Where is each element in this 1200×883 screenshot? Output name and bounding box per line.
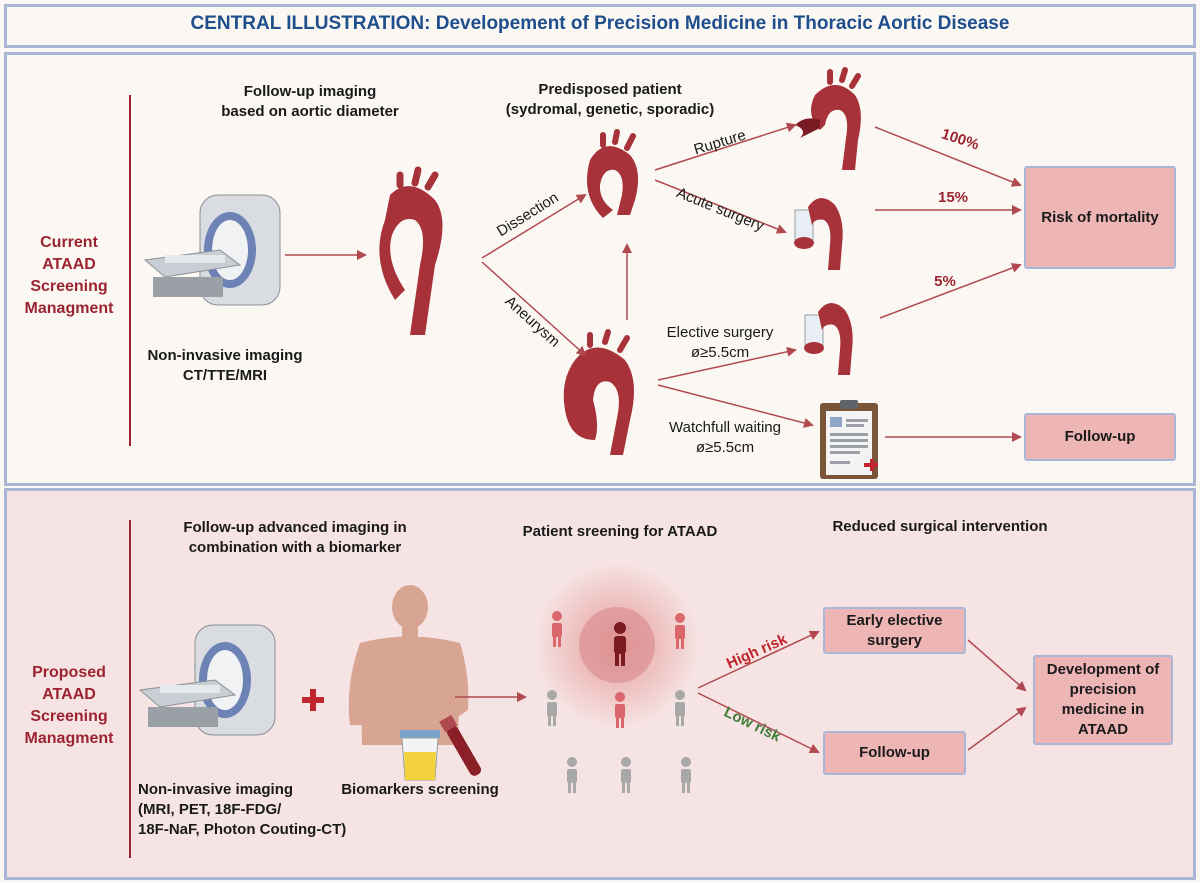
arrow-rupture-mortality — [874, 126, 1022, 187]
mri-scanner-icon — [143, 194, 281, 306]
page-title: CENTRAL ILLUSTRATION: Developement of Pr… — [190, 13, 1010, 34]
arrow-acute-surgery — [654, 179, 787, 234]
aneurysm-aorta-icon — [563, 329, 634, 455]
arrow-low-risk — [697, 692, 820, 753]
blood-tube-icon — [439, 714, 482, 776]
pct-elective: 5% — [934, 273, 956, 290]
early-elective-surgery-box: Early elective surgery — [823, 607, 966, 654]
arrow-dissection — [481, 193, 587, 259]
current-followup-heading: Follow-up imaging based on aortic diamet… — [221, 83, 399, 120]
reduced-heading: Reduced surgical intervention — [832, 518, 1048, 535]
clipboard-icon — [820, 400, 878, 479]
proposed-side-label: Proposed ATAAD Screening Managment — [24, 664, 114, 747]
arrow-elective-surgery — [657, 346, 797, 381]
high-risk-patient-icon — [614, 622, 626, 666]
low-risk-patients-icons — [547, 690, 691, 793]
arrow-watchful-waiting — [657, 384, 814, 428]
current-followup-box: Follow-up — [1024, 413, 1176, 461]
current-side-label: Current ATAAD Screening Managment — [24, 234, 114, 317]
title-banner — [4, 4, 1196, 48]
ruptured-aorta-icon — [795, 67, 861, 170]
repaired-aorta-icon-acute — [794, 197, 843, 270]
arrow-high-risk — [697, 630, 820, 689]
predisposed-heading: Predisposed patient (sydromal, genetic, … — [505, 81, 715, 118]
watchful-waiting-label: Watchfull waiting ø≥5.5cm — [669, 419, 781, 456]
urine-sample-cup-icon — [400, 730, 440, 781]
mri-scanner-icon-proposed — [138, 624, 276, 736]
patient-torso-icon — [348, 585, 469, 745]
screening-heading: Patient sreening for ATAAD — [522, 523, 718, 540]
arrow-elective-mortality — [879, 263, 1022, 319]
current-imaging-label: Non-invasive imaging CT/TTE/MRI — [147, 347, 303, 384]
repaired-aorta-icon-elective — [804, 302, 853, 375]
at-risk-patients-icons — [552, 611, 685, 728]
arrow-rupture — [654, 122, 797, 171]
arrow-aneurysm — [481, 261, 587, 357]
proposed-followup-box: Follow-up — [823, 731, 966, 775]
proposed-followup-heading: Follow-up advanced imaging in combinatio… — [183, 519, 407, 556]
plus-icon — [302, 689, 324, 711]
biomarkers-label: Biomarkers screening — [341, 781, 499, 798]
proposed-imaging-label: Non-invasive imaging (MRI, PET, 18F-FDG/… — [138, 781, 347, 838]
precision-medicine-box: Development of precision medicine in ATA… — [1033, 655, 1173, 745]
arrow-early-to-precision — [967, 639, 1027, 692]
arrow-followup-to-precision — [967, 706, 1027, 751]
aorta-icon — [379, 166, 443, 335]
elective-surgery-label: Elective surgery ø≥5.5cm — [666, 324, 774, 361]
risk-of-mortality-box: Risk of mortality — [1024, 166, 1176, 269]
dissected-aorta-icon — [586, 129, 639, 218]
pct-acute: 15% — [937, 189, 969, 206]
